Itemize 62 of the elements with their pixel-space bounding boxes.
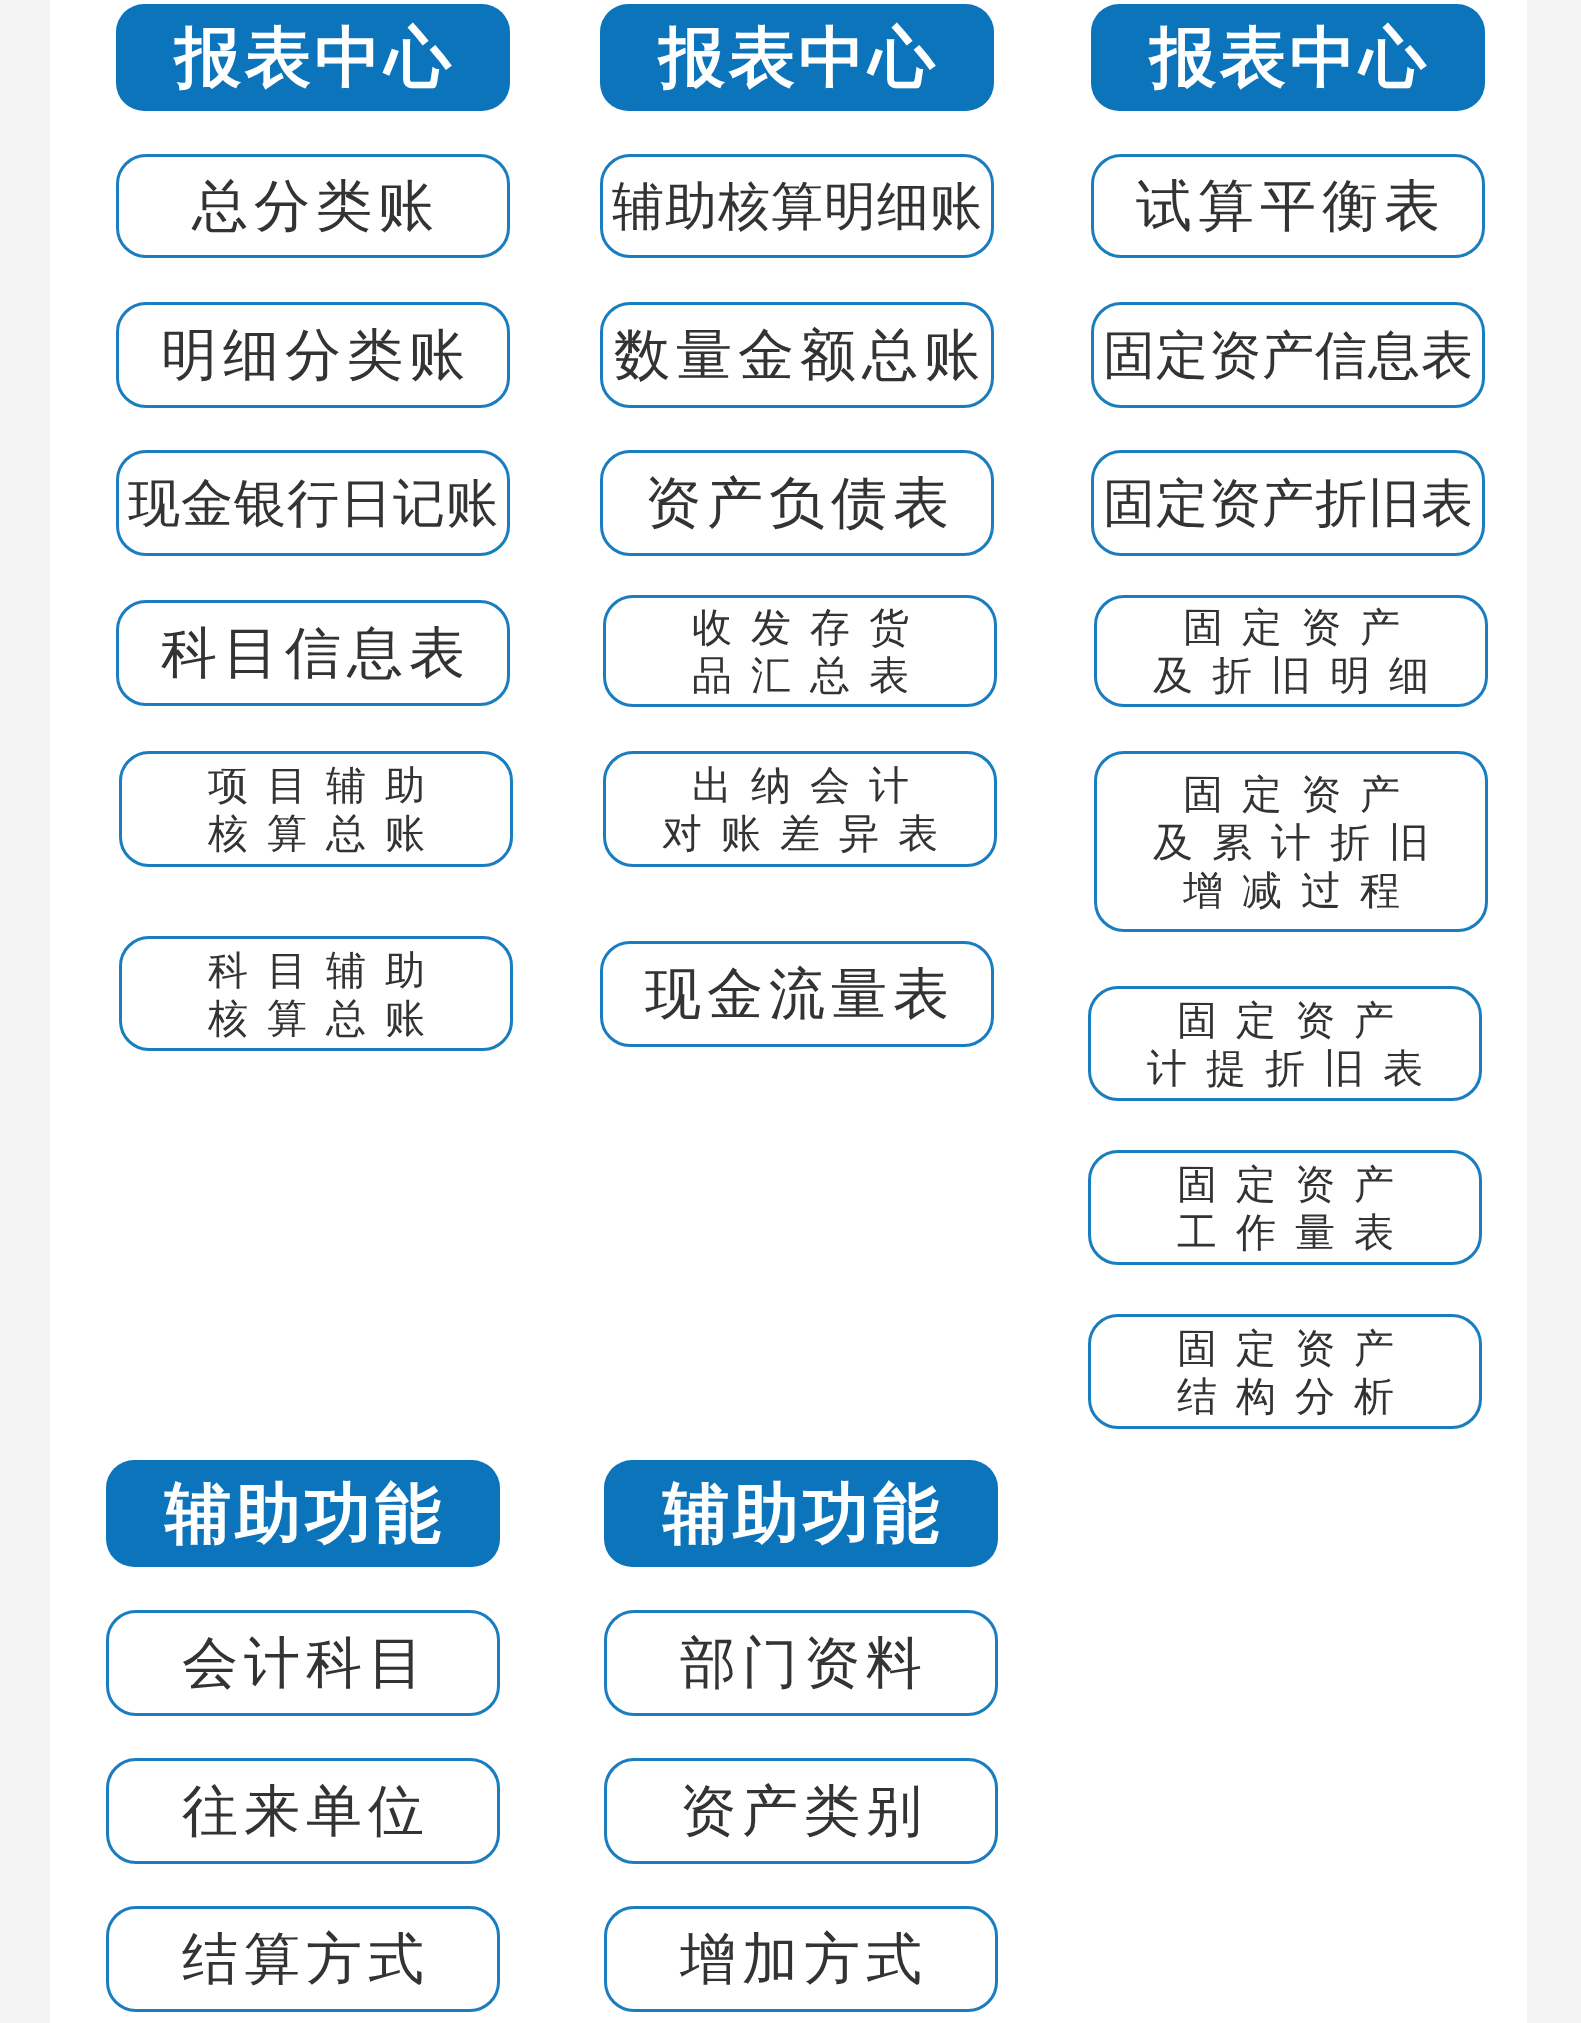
menu-item-box: [600, 302, 994, 408]
menu-item-label: 固定资产及累计折旧增减过程: [1152, 769, 1448, 914]
menu-item-label: 往来单位: [181, 1779, 430, 1843]
menu-item-box: [1094, 751, 1488, 932]
section-title: 报表中心: [656, 17, 939, 98]
menu-item-box: [1088, 1150, 1482, 1265]
menu-item-box: [603, 595, 997, 707]
menu-item-box: [1091, 302, 1485, 408]
menu-item-box: [116, 154, 510, 258]
menu-item-label: 现金银行日记账: [127, 473, 499, 533]
menu-item-label: 数量金额总账: [613, 323, 986, 387]
menu-item-label: 资产类别: [679, 1779, 928, 1843]
section-header-bar: [600, 4, 994, 111]
menu-item-box: [604, 1906, 998, 2012]
menu-item-label: 总分类账: [190, 174, 440, 238]
menu-item-label: 固定资产折旧表: [1102, 473, 1474, 533]
menu-item-label: 固定资产结构分析: [1175, 1323, 1413, 1420]
menu-item-label: 会计科目: [181, 1631, 430, 1695]
menu-item-box: [1088, 986, 1482, 1101]
menu-item-label: 出纳会计对账差异表: [661, 761, 957, 857]
menu-item-label: 固定资产信息表: [1102, 325, 1474, 385]
menu-item-box: [1091, 450, 1485, 556]
menu-item-box: [1094, 595, 1488, 707]
menu-item-label: 项目辅助核算总账: [206, 761, 444, 857]
menu-item-label: 资产负债表: [644, 471, 955, 535]
menu-item-box: [600, 941, 994, 1047]
menu-item-box: [603, 751, 997, 867]
menu-item-box: [106, 1758, 500, 1864]
menu-item-box: [116, 450, 510, 556]
menu-item-label: 收发存货品汇总表: [690, 603, 928, 699]
menu-item-box: [119, 936, 513, 1051]
menu-item-box: [116, 302, 510, 408]
menu-item-box: [600, 154, 994, 258]
menu-item-box: [116, 600, 510, 706]
menu-item-box: [1091, 154, 1485, 258]
menu-item-label: 辅助核算明细账: [611, 176, 983, 236]
section-title: 辅助功能: [661, 1473, 943, 1554]
section-header-bar: [106, 1460, 500, 1567]
section-header-bar: [1091, 4, 1485, 111]
menu-item-label: 部门资料: [679, 1631, 928, 1695]
menu-item-label: 结算方式: [181, 1927, 430, 1991]
menu-item-label: 明细分类账: [160, 323, 471, 387]
section-title: 辅助功能: [163, 1473, 445, 1554]
menu-item-label: 科目信息表: [160, 621, 471, 685]
menu-item-label: 固定资产计提折旧表: [1146, 995, 1442, 1092]
menu-item-label: 固定资产工作量表: [1175, 1159, 1413, 1256]
menu-item-box: [604, 1758, 998, 1864]
menu-item-box: [1088, 1314, 1482, 1429]
menu-item-label: 增加方式: [679, 1927, 928, 1991]
menu-item-label: 现金流量表: [644, 962, 955, 1026]
section-header-bar: [604, 1460, 998, 1567]
menu-item-box: [119, 751, 513, 867]
menu-item-label: 固定资产及折旧明细: [1152, 603, 1448, 699]
section-title: 报表中心: [172, 17, 455, 98]
menu-item-box: [106, 1610, 500, 1716]
section-header-bar: [116, 4, 510, 111]
menu-item-box: [604, 1610, 998, 1716]
menu-item-label: 试算平衡表: [1135, 174, 1446, 238]
section-title: 报表中心: [1147, 17, 1430, 98]
menu-item-box: [106, 1906, 500, 2012]
menu-item-box: [600, 450, 994, 556]
menu-item-label: 科目辅助核算总账: [206, 945, 444, 1042]
